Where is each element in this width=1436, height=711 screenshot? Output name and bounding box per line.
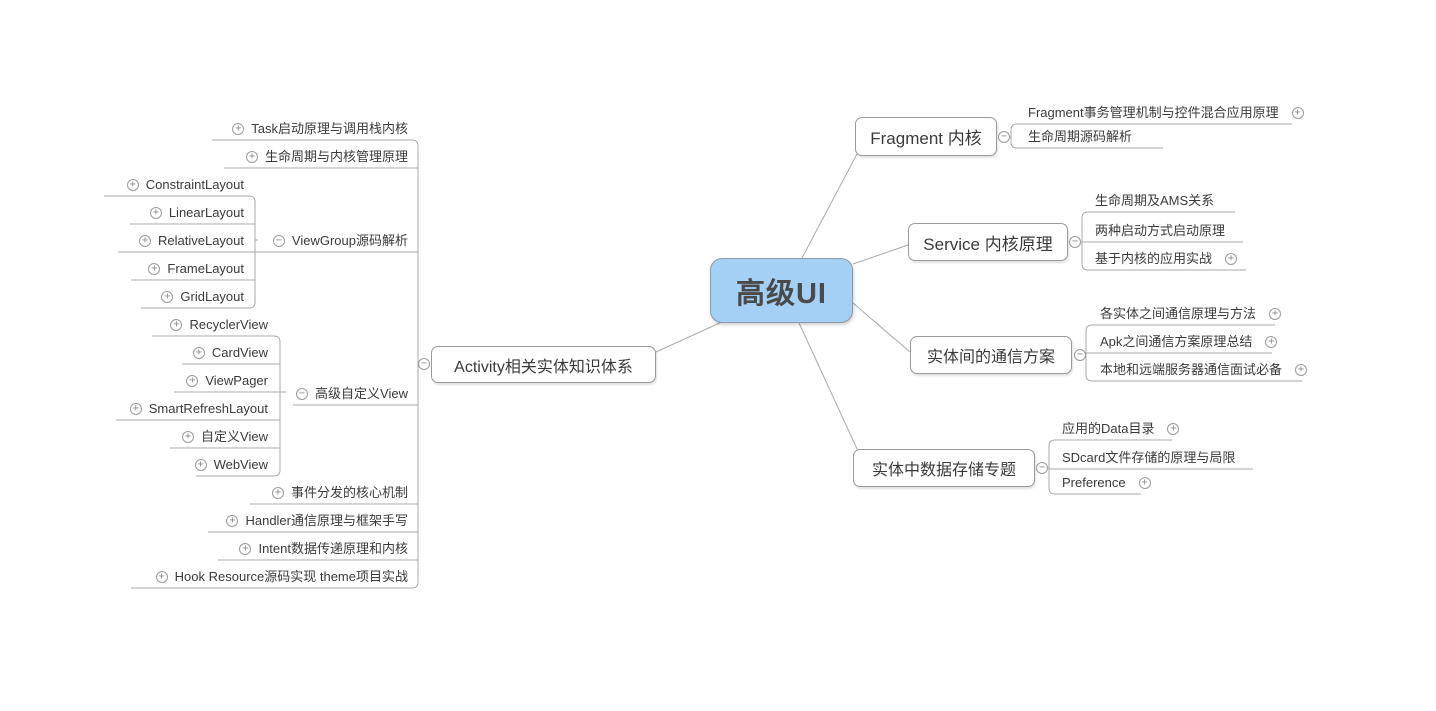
collapse-icon[interactable]: −: [296, 388, 309, 400]
node-custom-view[interactable]: + 自定义View: [182, 426, 268, 448]
expand-icon[interactable]: +: [1138, 477, 1151, 489]
node-preference[interactable]: Preference +: [1062, 472, 1151, 494]
expand-icon[interactable]: +: [126, 179, 139, 191]
collapse-icon[interactable]: −: [1069, 236, 1081, 248]
expand-icon[interactable]: +: [186, 375, 199, 387]
node-service-lifecycle-ams[interactable]: 生命周期及AMS关系: [1095, 193, 1215, 208]
expand-icon[interactable]: +: [161, 291, 174, 303]
expand-icon[interactable]: +: [239, 543, 252, 555]
expand-icon[interactable]: +: [148, 263, 161, 275]
node-hook-resource[interactable]: + Hook Resource源码实现 theme项目实战: [155, 566, 408, 588]
node-relativelayout[interactable]: + RelativeLayout: [139, 230, 244, 252]
node-sdcard-storage[interactable]: SDcard文件存储的原理与局限: [1062, 450, 1236, 465]
branch-data-storage[interactable]: 实体中数据存储专题: [853, 449, 1035, 487]
node-event-dispatch[interactable]: + 事件分发的核心机制: [271, 482, 408, 504]
node-advanced-custom-view[interactable]: − 高级自定义View: [296, 383, 408, 405]
node-lifecycle-kernel[interactable]: + 生命周期与内核管理原理: [245, 146, 408, 168]
node-viewgroup[interactable]: − ViewGroup源码解析: [272, 230, 408, 252]
expand-icon[interactable]: +: [232, 123, 245, 135]
branch-service[interactable]: Service 内核原理: [908, 223, 1068, 261]
node-intent[interactable]: + Intent数据传递原理和内核: [239, 538, 408, 560]
node-app-data-directory[interactable]: 应用的Data目录 +: [1062, 418, 1180, 440]
expand-icon[interactable]: +: [1225, 253, 1238, 265]
branch-communication[interactable]: 实体间的通信方案: [910, 336, 1072, 374]
branch-service-label: Service 内核原理: [923, 234, 1053, 254]
node-service-kernel-practice[interactable]: 基于内核的应用实战 +: [1095, 248, 1238, 270]
branch-fragment[interactable]: Fragment 内核: [855, 117, 997, 156]
node-fragment-transaction[interactable]: Fragment事务管理机制与控件混合应用原理 +: [1028, 102, 1304, 124]
node-recyclerview[interactable]: + RecyclerView: [170, 314, 268, 336]
collapse-icon[interactable]: −: [418, 358, 430, 370]
expand-icon[interactable]: +: [194, 459, 207, 471]
branch-activity-label: Activity相关实体知识体系: [454, 358, 633, 376]
collapse-icon[interactable]: −: [1074, 349, 1086, 361]
expand-icon[interactable]: +: [1291, 107, 1304, 119]
expand-icon[interactable]: +: [1167, 423, 1180, 435]
node-entity-communication-methods[interactable]: 各实体之间通信原理与方法 +: [1100, 303, 1282, 325]
collapse-icon[interactable]: −: [1036, 462, 1048, 474]
node-linearlayout[interactable]: + LinearLayout: [149, 202, 244, 224]
node-apk-communication-summary[interactable]: Apk之间通信方案原理总结 +: [1100, 331, 1278, 353]
root-topic[interactable]: 高级UI: [710, 258, 853, 323]
expand-icon[interactable]: +: [271, 487, 284, 499]
expand-icon[interactable]: +: [192, 347, 205, 359]
node-webview[interactable]: + WebView: [194, 454, 268, 476]
node-task-launch[interactable]: + Task启动原理与调用栈内核: [232, 118, 408, 140]
expand-icon[interactable]: +: [149, 207, 162, 219]
branch-communication-label: 实体间的通信方案: [926, 349, 1055, 366]
expand-icon[interactable]: +: [170, 319, 183, 331]
collapse-icon[interactable]: −: [998, 131, 1010, 143]
node-constraintlayout[interactable]: + ConstraintLayout: [126, 174, 244, 196]
root-topic-label: 高级UI: [735, 277, 827, 310]
expand-icon[interactable]: +: [139, 235, 151, 247]
expand-icon[interactable]: +: [1265, 336, 1278, 348]
branch-data-storage-label: 实体中数据存储专题: [871, 462, 1016, 479]
branch-fragment-label: Fragment 内核: [870, 129, 982, 148]
root-branch-lines: [655, 153, 911, 452]
expand-icon[interactable]: +: [226, 515, 239, 527]
expand-icon[interactable]: +: [245, 151, 258, 163]
node-framelayout[interactable]: + FrameLayout: [148, 258, 244, 280]
expand-icon[interactable]: +: [1295, 364, 1308, 376]
node-viewpager[interactable]: + ViewPager: [186, 370, 268, 392]
expand-icon[interactable]: +: [129, 403, 142, 415]
expand-icon[interactable]: +: [182, 431, 195, 443]
node-fragment-lifecycle-source[interactable]: 生命周期源码解析: [1028, 129, 1133, 144]
expand-icon[interactable]: +: [1269, 308, 1282, 320]
collapse-icon[interactable]: −: [272, 235, 285, 247]
node-smartrefreshlayout[interactable]: + SmartRefreshLayout: [129, 398, 268, 420]
branch-activity[interactable]: Activity相关实体知识体系: [431, 346, 656, 383]
node-local-remote-server-communication[interactable]: 本地和远端服务器通信面试必备 +: [1100, 359, 1308, 381]
expand-icon[interactable]: +: [155, 571, 168, 583]
node-gridlayout[interactable]: + GridLayout: [161, 286, 244, 308]
node-handler[interactable]: + Handler通信原理与框架手写: [226, 510, 408, 532]
node-service-two-start-modes[interactable]: 两种启动方式启动原理: [1095, 223, 1226, 238]
node-cardview[interactable]: + CardView: [192, 342, 268, 364]
